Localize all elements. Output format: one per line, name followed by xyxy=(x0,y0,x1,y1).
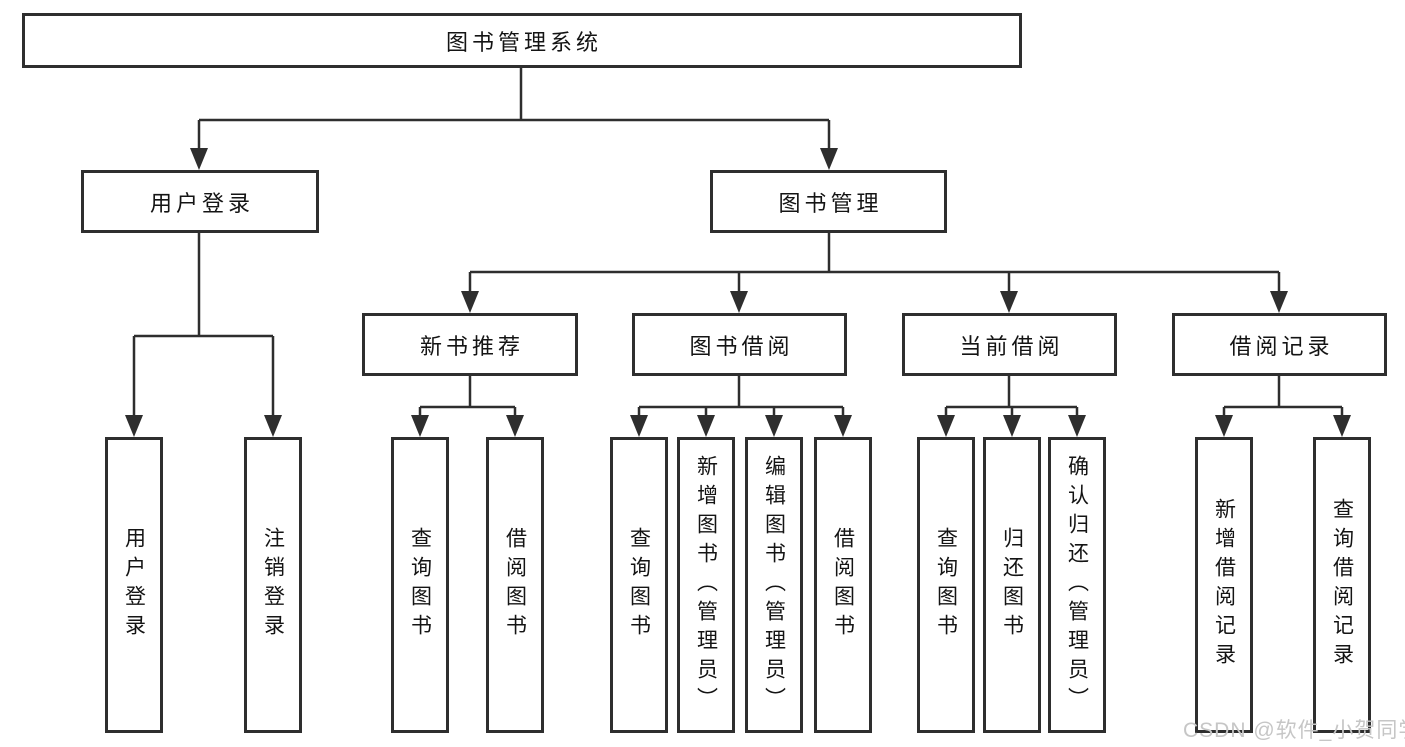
node-label: 查询图书 xyxy=(627,527,651,643)
leaf-query-book-recommend: 查询图书 xyxy=(391,437,449,733)
leaf-query-book-borrow: 查询图书 xyxy=(610,437,668,733)
arrowhead-icon xyxy=(834,415,852,437)
node-user-login: 用户登录 xyxy=(81,170,319,233)
node-label: 图书管理 xyxy=(778,190,883,216)
node-label: 当前借阅 xyxy=(959,333,1064,359)
arrowhead-icon xyxy=(1333,415,1351,437)
node-label: 编辑图书（管理员） xyxy=(762,454,786,716)
node-label: 新书推荐 xyxy=(419,333,524,359)
arrowhead-icon xyxy=(190,148,208,170)
node-label: 新增图书（管理员） xyxy=(694,454,718,716)
leaf-query-book-current: 查询图书 xyxy=(917,437,975,733)
arrowhead-icon xyxy=(820,148,838,170)
leaf-confirm-return-admin: 确认归还（管理员） xyxy=(1048,437,1106,733)
leaf-edit-book-admin: 编辑图书（管理员） xyxy=(745,437,803,733)
node-current-borrow: 当前借阅 xyxy=(902,313,1117,376)
node-label: 图书借阅 xyxy=(689,333,794,359)
node-label: 借阅图书 xyxy=(831,527,855,643)
leaf-logout: 注销登录 xyxy=(244,437,302,733)
arrowhead-icon xyxy=(1215,415,1233,437)
node-label: 确认归还（管理员） xyxy=(1065,454,1089,716)
node-book-borrow: 图书借阅 xyxy=(632,313,847,376)
arrowhead-icon xyxy=(125,415,143,437)
arrowhead-icon xyxy=(765,415,783,437)
leaf-user-login: 用户登录 xyxy=(105,437,163,733)
node-new-book-recommend: 新书推荐 xyxy=(362,313,578,376)
arrowheads xyxy=(125,148,1351,437)
leaf-borrow-book-recommend: 借阅图书 xyxy=(486,437,544,733)
node-borrow-records: 借阅记录 xyxy=(1172,313,1387,376)
node-label: 注销登录 xyxy=(261,527,285,643)
arrowhead-icon xyxy=(630,415,648,437)
node-label: 新增借阅记录 xyxy=(1212,498,1236,672)
leaf-add-book-admin: 新增图书（管理员） xyxy=(677,437,735,733)
node-book-management: 图书管理 xyxy=(710,170,947,233)
leaf-return-book: 归还图书 xyxy=(983,437,1041,733)
arrowhead-icon xyxy=(1003,415,1021,437)
arrowhead-icon xyxy=(506,415,524,437)
node-label: 归还图书 xyxy=(1000,527,1024,643)
node-root-system: 图书管理系统 xyxy=(22,13,1022,68)
leaf-add-borrow-record: 新增借阅记录 xyxy=(1195,437,1253,733)
node-label: 借阅图书 xyxy=(503,527,527,643)
arrowhead-icon xyxy=(1270,291,1288,313)
node-label: 查询借阅记录 xyxy=(1330,498,1354,672)
arrowhead-icon xyxy=(1068,415,1086,437)
node-label: 用户登录 xyxy=(122,527,146,643)
leaf-query-borrow-record: 查询借阅记录 xyxy=(1313,437,1371,733)
node-label: 借阅记录 xyxy=(1229,333,1334,359)
node-label: 图书管理系统 xyxy=(445,29,602,55)
node-label: 用户登录 xyxy=(149,190,254,216)
arrowhead-icon xyxy=(697,415,715,437)
arrowhead-icon xyxy=(411,415,429,437)
arrowhead-icon xyxy=(461,291,479,313)
watermark: CSDN @软件_小贺同学 xyxy=(1183,719,1405,742)
arrowhead-icon xyxy=(1000,291,1018,313)
node-label: 查询图书 xyxy=(408,527,432,643)
arrowhead-icon xyxy=(937,415,955,437)
arrowhead-icon xyxy=(264,415,282,437)
node-label: 查询图书 xyxy=(934,527,958,643)
leaf-borrow-book: 借阅图书 xyxy=(814,437,872,733)
arrowhead-icon xyxy=(730,291,748,313)
